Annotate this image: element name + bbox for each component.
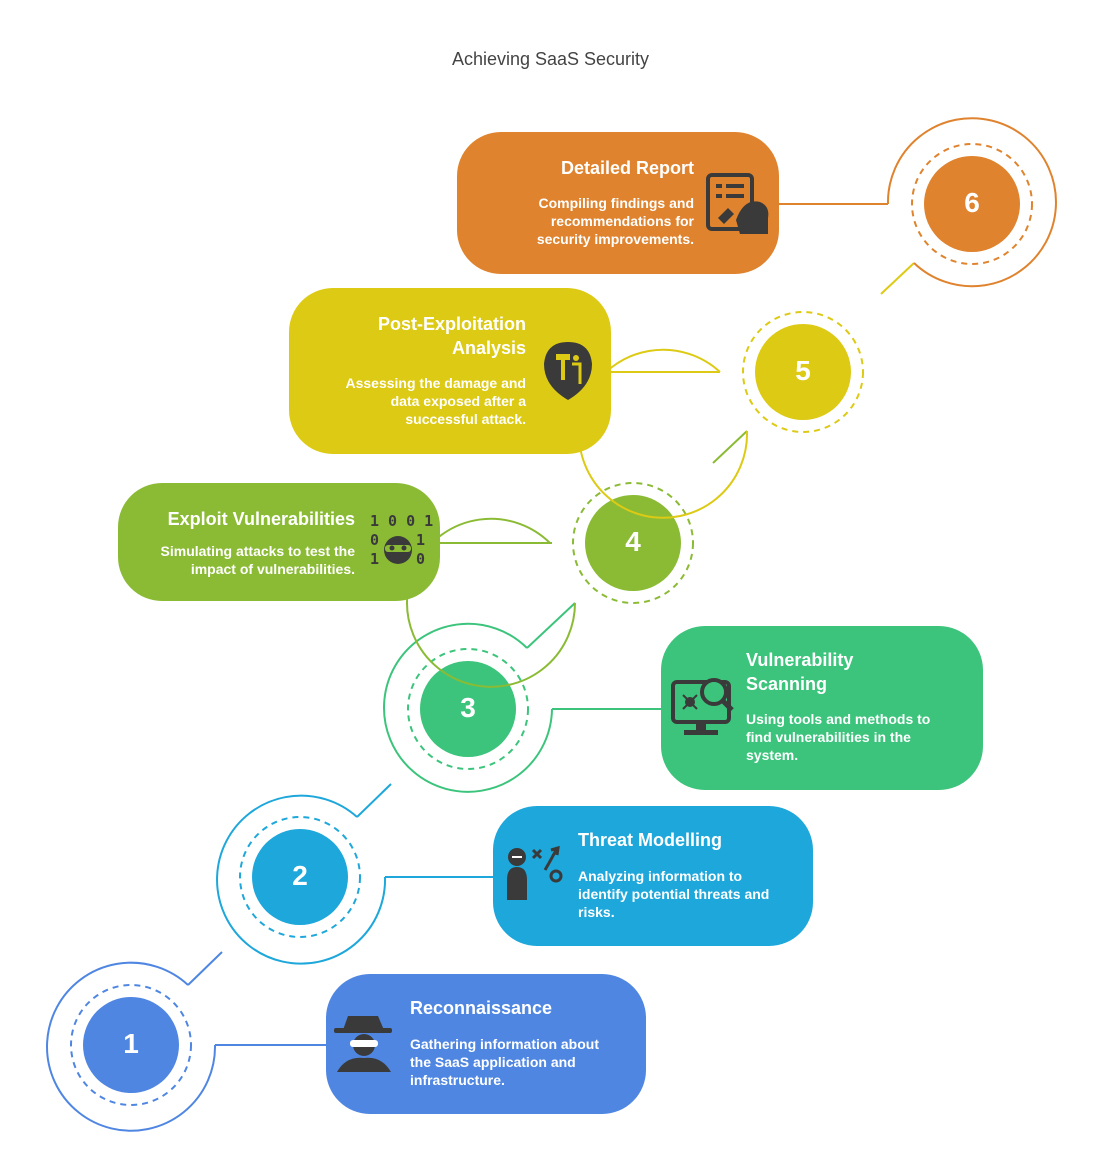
card-bg-3	[661, 626, 983, 790]
step-dot-5	[755, 324, 851, 420]
step-description-4: Simulating attacks to test the impact of…	[160, 543, 355, 577]
step-number-3: 3	[460, 692, 476, 723]
step-card-1: Reconnaissance Gathering information abo…	[326, 974, 646, 1114]
outer-ring-1	[46, 961, 217, 1132]
outer-ring-6	[886, 117, 1057, 288]
outer-ring-2	[216, 794, 387, 965]
step-title-2: Threat Modelling	[578, 830, 722, 850]
step-title-6: Detailed Report	[560, 158, 694, 178]
step-number-1: 1	[123, 1028, 139, 1059]
card-links	[215, 203, 888, 1046]
monitor-search-bug-icon	[671, 678, 734, 735]
step-dot-1	[83, 997, 179, 1093]
step-dot-3	[420, 661, 516, 757]
step-dot-2	[252, 829, 348, 925]
svg-text:1: 1	[416, 531, 425, 549]
dashed-ring-3	[407, 648, 529, 770]
hammer-shield-icon	[544, 342, 592, 400]
step-dot-6	[924, 156, 1020, 252]
connector-2-3	[356, 783, 392, 818]
step-number-6: 6	[964, 187, 980, 218]
svg-text:1 0 0 1: 1 0 0 1	[370, 512, 433, 530]
report-edit-icon	[706, 173, 769, 234]
outer-ring-3	[383, 622, 553, 793]
step-number-4: 4	[625, 526, 641, 557]
connector-1-2	[187, 951, 223, 986]
connector-5-6	[880, 262, 915, 295]
step-description-3: Using tools and methods to find vulnerab…	[746, 711, 931, 763]
step-card-2: Threat Modelling Analyzing information t…	[493, 806, 813, 946]
step-circle-5	[578, 311, 864, 519]
step-title-3: Vulnerability Scanning	[746, 650, 854, 694]
step-circle-3	[383, 622, 553, 793]
circle-connectors	[187, 262, 915, 986]
step-title-1: Reconnaissance	[410, 998, 553, 1018]
connector-4-5	[712, 430, 748, 464]
step-description-2: Analyzing information to identify potent…	[578, 868, 770, 920]
outer-ring-5	[578, 348, 749, 519]
card-bg-4	[118, 483, 440, 601]
step-title-4: Exploit Vulnerabilities	[167, 509, 355, 529]
card-bg-5	[289, 288, 611, 454]
dashed-ring-1	[70, 984, 192, 1106]
step-description-6: Compiling findings and recommendations f…	[536, 195, 694, 247]
step-circle-1	[46, 961, 217, 1132]
svg-text:0: 0	[416, 550, 425, 568]
step-description-1: Gathering information about the SaaS app…	[410, 1036, 599, 1088]
step-number-5: 5	[795, 355, 811, 386]
diagram-title: Achieving SaaS Security	[451, 49, 650, 69]
outer-ring-4	[406, 517, 576, 688]
card-bg-1	[326, 974, 646, 1114]
step-card-4: Exploit Vulnerabilities Simulating attac…	[118, 483, 440, 601]
svg-text:1: 1	[370, 550, 379, 568]
step-circle-6	[886, 117, 1057, 288]
svg-text:0: 0	[370, 531, 379, 549]
dashed-ring-2	[239, 816, 361, 938]
binary-hacker-icon: 1 0 0 1 0 1 1 0	[370, 512, 433, 568]
spy-icon	[334, 1016, 392, 1072]
dashed-ring-4	[572, 482, 694, 604]
dashed-ring-6	[911, 143, 1033, 265]
step-description-5: Assessing the damage and data exposed af…	[345, 375, 526, 427]
step-card-5: Post-Exploitation Analysis Assessing the…	[289, 288, 611, 454]
step-card-6: Detailed Report Compiling findings and r…	[457, 132, 779, 274]
step-circle-2	[216, 794, 387, 965]
step-number-2: 2	[292, 860, 308, 891]
step-card-3: Vulnerability Scanning Using tools and m…	[661, 626, 983, 790]
step-circle-4	[406, 482, 694, 688]
card-bg-6	[457, 132, 779, 274]
connector-3-4	[526, 602, 576, 649]
step-title-5: Post-Exploitation Analysis	[378, 314, 526, 358]
dashed-ring-5	[742, 311, 864, 433]
card-bg-2	[493, 806, 813, 946]
step-dot-4	[585, 495, 681, 591]
strategy-icon	[507, 845, 563, 900]
